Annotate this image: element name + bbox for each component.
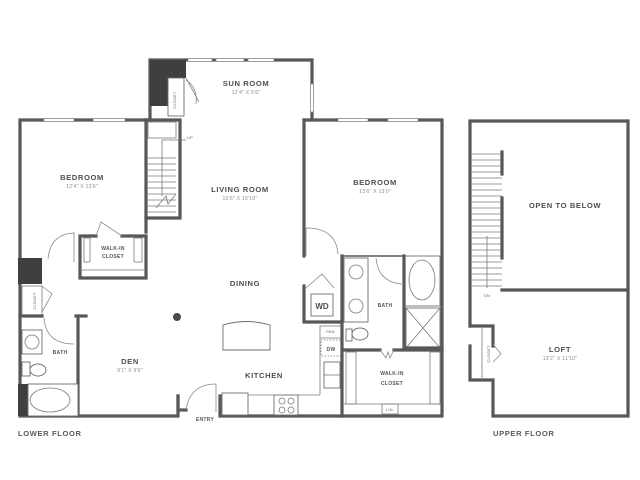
upper-floor-label: UPPER FLOOR xyxy=(493,429,554,438)
left-bath-area: CLOSET BATH xyxy=(18,256,180,418)
bath-1-label: BATH xyxy=(53,350,68,356)
living-dining: LIVING ROOM 15'6" X 15'10" DINING xyxy=(173,118,339,351)
sun-room-dims: 12'4" X 5'6" xyxy=(232,90,261,96)
bedroom-2-dims: 13'6" X 13'0" xyxy=(359,189,391,195)
upper-stairs xyxy=(472,153,502,288)
solid-column-left xyxy=(18,258,42,284)
pantry-label: PAN. xyxy=(326,329,336,334)
lower-floor: CLOSET SUN ROOM 12'4" X 5'6" BEDROOM 12'… xyxy=(18,58,444,438)
kitchen-island xyxy=(222,321,271,351)
dining-label: DINING xyxy=(230,279,260,288)
walk-in-closet-1: WALK-IN CLOSET xyxy=(47,221,148,280)
linen-label: LIN. xyxy=(386,407,394,412)
kitchen-label: KITCHEN xyxy=(245,371,283,380)
loft-dims: 13'2" X 11'10" xyxy=(543,356,578,362)
walk-in-closet-1-label-2: CLOSET xyxy=(102,254,124,260)
upper-floor: DN OPEN TO BELOW CLOSET LOFT 13'2" X 11'… xyxy=(468,119,630,438)
closet-den-label: CLOSET xyxy=(32,292,37,310)
bedroom-1-label: BEDROOM xyxy=(60,173,104,182)
closet-sun-label: CLOSET xyxy=(172,91,177,109)
loft-label: LOFT xyxy=(549,345,571,354)
sun-room-label: SUN ROOM xyxy=(223,79,270,88)
walk-in-closet-2-label-1: WALK-IN xyxy=(380,371,404,377)
master-bath: BATH LIN. WALK-IN CLOSET xyxy=(340,254,444,415)
washer-dryer-label: WD xyxy=(315,302,329,311)
lower-floor-label: LOWER FLOOR xyxy=(18,429,82,438)
den: DEN 9'1" X 9'6" xyxy=(117,357,143,374)
den-label: DEN xyxy=(121,357,139,366)
den-dims: 9'1" X 9'6" xyxy=(117,368,143,374)
dishwasher-label: DW xyxy=(327,347,336,353)
bedroom-2: BEDROOM 13'6" X 13'0" xyxy=(302,118,444,418)
living-room-dims: 15'6" X 15'10" xyxy=(222,196,257,202)
entry-label: ENTRY xyxy=(196,417,215,423)
walk-in-closet-2-label-2: CLOSET xyxy=(381,381,403,387)
bedroom-1: BEDROOM 12'4" X 13'6" xyxy=(18,118,152,260)
living-room-label: LIVING ROOM xyxy=(211,185,269,194)
stairs-down-label: DN xyxy=(484,293,490,298)
bedroom-2-label: BEDROOM xyxy=(353,178,397,187)
column-dot xyxy=(173,313,181,321)
stairs-up-label: UP xyxy=(187,135,193,140)
sun-room: CLOSET SUN ROOM 12'4" X 5'6" xyxy=(148,58,314,122)
entry-kitchen: KITCHEN ENTRY PAN. DW WD xyxy=(176,273,344,423)
lower-stairs: UP xyxy=(144,118,193,220)
open-to-below-label: OPEN TO BELOW xyxy=(529,201,601,210)
bath-2-label: BATH xyxy=(378,303,393,309)
closet-loft-label: CLOSET xyxy=(486,345,491,363)
walk-in-closet-1-label-1: WALK-IN xyxy=(101,246,125,252)
bedroom-1-dims: 12'4" X 13'6" xyxy=(66,184,98,190)
